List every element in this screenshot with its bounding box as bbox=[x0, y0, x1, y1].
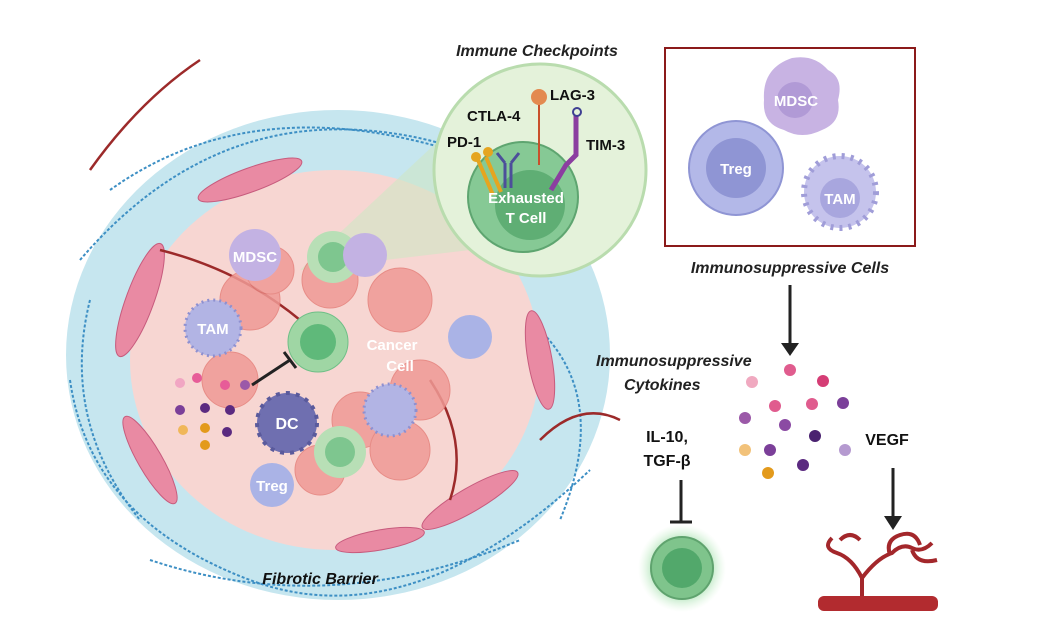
fibrotic-barrier-label: Fibrotic Barrier bbox=[262, 571, 378, 588]
box-label-treg: Treg bbox=[720, 161, 752, 178]
il10-label: IL-10, bbox=[646, 429, 688, 446]
label-lag3: LAG-3 bbox=[550, 87, 595, 104]
immunosuppressive-cells-caption: Immunosuppressive Cells bbox=[691, 260, 889, 277]
tam-cell bbox=[183, 298, 243, 358]
treg-cell-2 bbox=[448, 315, 492, 359]
inhibition-bar bbox=[282, 351, 298, 369]
arrow-head-icon bbox=[781, 343, 799, 356]
inhibition-arrow-tumor bbox=[251, 358, 291, 387]
label-exhausted: Exhausted bbox=[488, 190, 564, 207]
tumor-label-dc: DC bbox=[275, 416, 299, 433]
mdsc-cell bbox=[229, 229, 281, 281]
tumor-label-tam: TAM bbox=[197, 321, 228, 338]
cytokines-label-1: Immunosuppressive bbox=[596, 353, 752, 370]
immune-cells-in-tumor bbox=[183, 229, 492, 507]
checkpoint-zoom bbox=[432, 62, 648, 278]
ctla4-receptor-icon bbox=[495, 152, 521, 188]
arrow-head-icon bbox=[884, 516, 902, 530]
label-ctla4: CTLA-4 bbox=[467, 108, 521, 125]
label-t-cell: T Cell bbox=[506, 210, 547, 227]
tumor-label-cancer-2: Cell bbox=[386, 358, 414, 375]
tumor-label-treg: Treg bbox=[256, 478, 288, 495]
tumor-label-cancer-1: Cancer bbox=[367, 337, 418, 354]
angiogenesis-vessels-icon bbox=[826, 531, 938, 598]
label-pd1: PD-1 bbox=[447, 134, 481, 151]
tumor-label-mdsc: MDSC bbox=[233, 249, 277, 266]
t-cells-in-tumor bbox=[287, 231, 366, 478]
cytokine-dots bbox=[739, 364, 851, 479]
treg-cell bbox=[250, 463, 294, 507]
mdsc-cell-2 bbox=[343, 233, 387, 277]
tgfb-label: TGF-β bbox=[643, 453, 690, 470]
collagen-fibers bbox=[69, 126, 601, 597]
cytokines-label-2: Cytokines bbox=[624, 377, 701, 394]
cytokine-dots-tumor bbox=[175, 373, 250, 450]
vegf-label: VEGF bbox=[865, 432, 909, 449]
tam-cell-2 bbox=[362, 382, 418, 438]
box-label-mdsc: MDSC bbox=[774, 93, 818, 110]
dc-cell bbox=[255, 391, 319, 455]
fibroblasts bbox=[115, 157, 556, 554]
blood-vessel-icon bbox=[818, 596, 938, 611]
label-tim3: TIM-3 bbox=[586, 137, 625, 154]
tim3-receptor-icon bbox=[548, 115, 579, 192]
pd1-receptor-icon bbox=[476, 156, 503, 196]
immune-checkpoints-title: Immune Checkpoints bbox=[456, 43, 618, 60]
box-label-tam: TAM bbox=[824, 191, 855, 208]
